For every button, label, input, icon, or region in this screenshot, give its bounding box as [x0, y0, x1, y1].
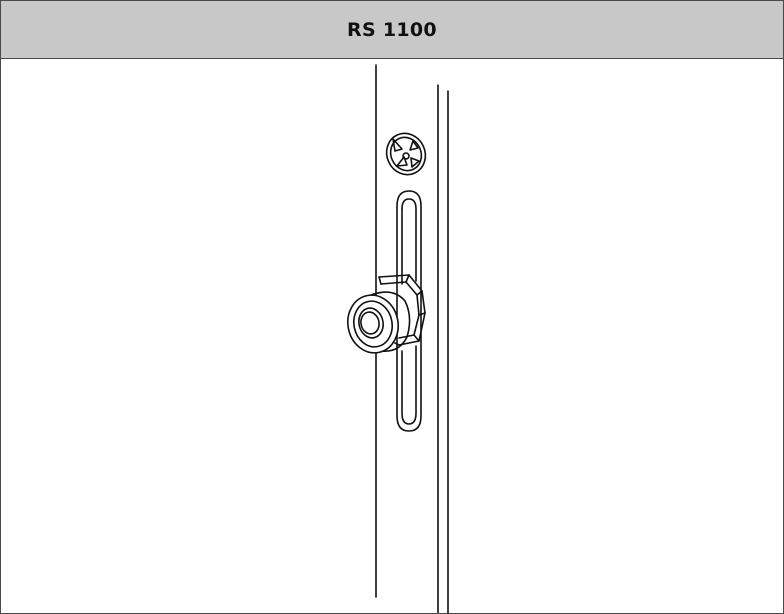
panel-header: RS 1100: [1, 1, 783, 59]
screw-icon: [385, 132, 427, 176]
keeper-slot: [396, 190, 422, 432]
product-drawing: [1, 59, 783, 613]
roller-base: [378, 274, 426, 346]
panel-title: RS 1100: [347, 18, 437, 41]
roller-knob: [347, 291, 411, 354]
lock-hardware-illustration: [347, 64, 449, 613]
